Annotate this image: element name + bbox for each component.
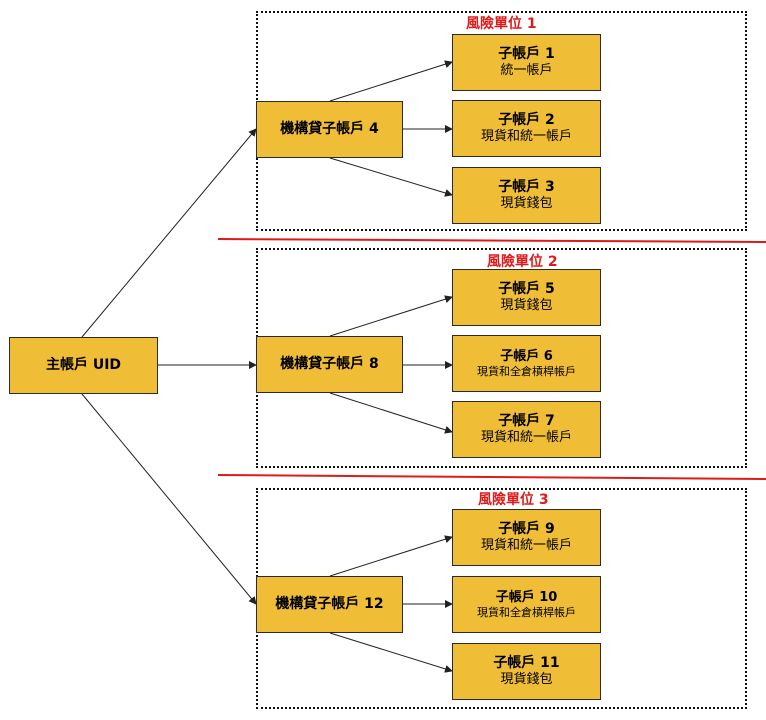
connector-institution-1-to-sub-1 xyxy=(329,60,453,102)
sub-account-name: 子帳戶 11 xyxy=(493,654,560,671)
sub-account-box: 子帳戶 5 現貨錢包 xyxy=(452,269,601,326)
separator-line-1 xyxy=(217,238,766,243)
sub-account-name: 子帳戶 10 xyxy=(495,589,558,605)
connector-root-to-institution-1 xyxy=(81,128,257,338)
institution-account-box-3: 機構貸子帳戶 12 xyxy=(256,576,403,633)
connector-institution-3-to-sub-11 xyxy=(329,632,453,673)
sub-account-type: 現貨錢包 xyxy=(500,196,553,212)
sub-account-name: 子帳戶 3 xyxy=(498,178,555,195)
separator-line-2 xyxy=(217,474,766,480)
sub-account-type: 現貨錢包 xyxy=(500,672,553,688)
sub-account-box: 子帳戶 3 現貨錢包 xyxy=(452,167,601,224)
sub-account-type: 現貨和全倉槓桿帳戶 xyxy=(477,364,576,378)
sub-account-type: 現貨和統一帳戶 xyxy=(480,129,572,145)
institution-account-label-1: 機構貸子帳戶 4 xyxy=(280,120,379,137)
connector-root-to-institution-3 xyxy=(81,393,257,605)
sub-account-box: 子帳戶 9 現貨和統一帳戶 xyxy=(452,509,601,566)
institution-account-label-2: 機構貸子帳戶 8 xyxy=(280,355,379,372)
risk-unit-label-1: 風險單位 1 xyxy=(466,16,537,32)
sub-account-box: 子帳戶 11 現貨錢包 xyxy=(452,643,601,700)
sub-account-name: 子帳戶 1 xyxy=(498,45,555,62)
sub-account-type: 現貨和統一帳戶 xyxy=(480,538,572,554)
connector-institution-1-to-sub-3 xyxy=(329,157,453,197)
sub-account-name: 子帳戶 6 xyxy=(500,348,553,364)
sub-account-box: 子帳戶 7 現貨和統一帳戶 xyxy=(452,401,601,458)
root-account-box: 主帳戶 UID xyxy=(9,337,158,394)
sub-account-name: 子帳戶 7 xyxy=(498,412,555,429)
connector-institution-3-to-sub-9 xyxy=(329,535,453,577)
sub-account-box: 子帳戶 6 現貨和全倉槓桿帳戶 xyxy=(452,335,601,392)
sub-account-name: 子帳戶 9 xyxy=(498,520,555,537)
sub-account-box: 子帳戶 10 現貨和全倉槓桿帳戶 xyxy=(452,576,601,633)
connector-institution-2-to-sub-7 xyxy=(329,392,453,434)
institution-account-label-3: 機構貸子帳戶 12 xyxy=(275,595,384,612)
sub-account-box: 子帳戶 1 統一帳戶 xyxy=(452,34,601,91)
risk-unit-label-3: 風險單位 3 xyxy=(478,492,549,508)
sub-account-name: 子帳戶 5 xyxy=(498,280,555,297)
risk-unit-label-2: 風險單位 2 xyxy=(487,254,558,270)
sub-account-box: 子帳戶 2 現貨和統一帳戶 xyxy=(452,100,601,157)
sub-account-type: 現貨錢包 xyxy=(500,298,553,314)
sub-account-type: 統一帳戶 xyxy=(500,63,553,79)
connector-institution-2-to-sub-5 xyxy=(329,295,453,337)
institution-account-box-2: 機構貸子帳戶 8 xyxy=(256,336,403,393)
sub-account-type: 現貨和全倉槓桿帳戶 xyxy=(477,605,576,619)
sub-account-type: 現貨和統一帳戶 xyxy=(480,430,572,446)
institution-account-box-1: 機構貸子帳戶 4 xyxy=(256,101,403,158)
sub-account-name: 子帳戶 2 xyxy=(498,111,555,128)
root-account-label: 主帳戶 UID xyxy=(45,356,122,373)
